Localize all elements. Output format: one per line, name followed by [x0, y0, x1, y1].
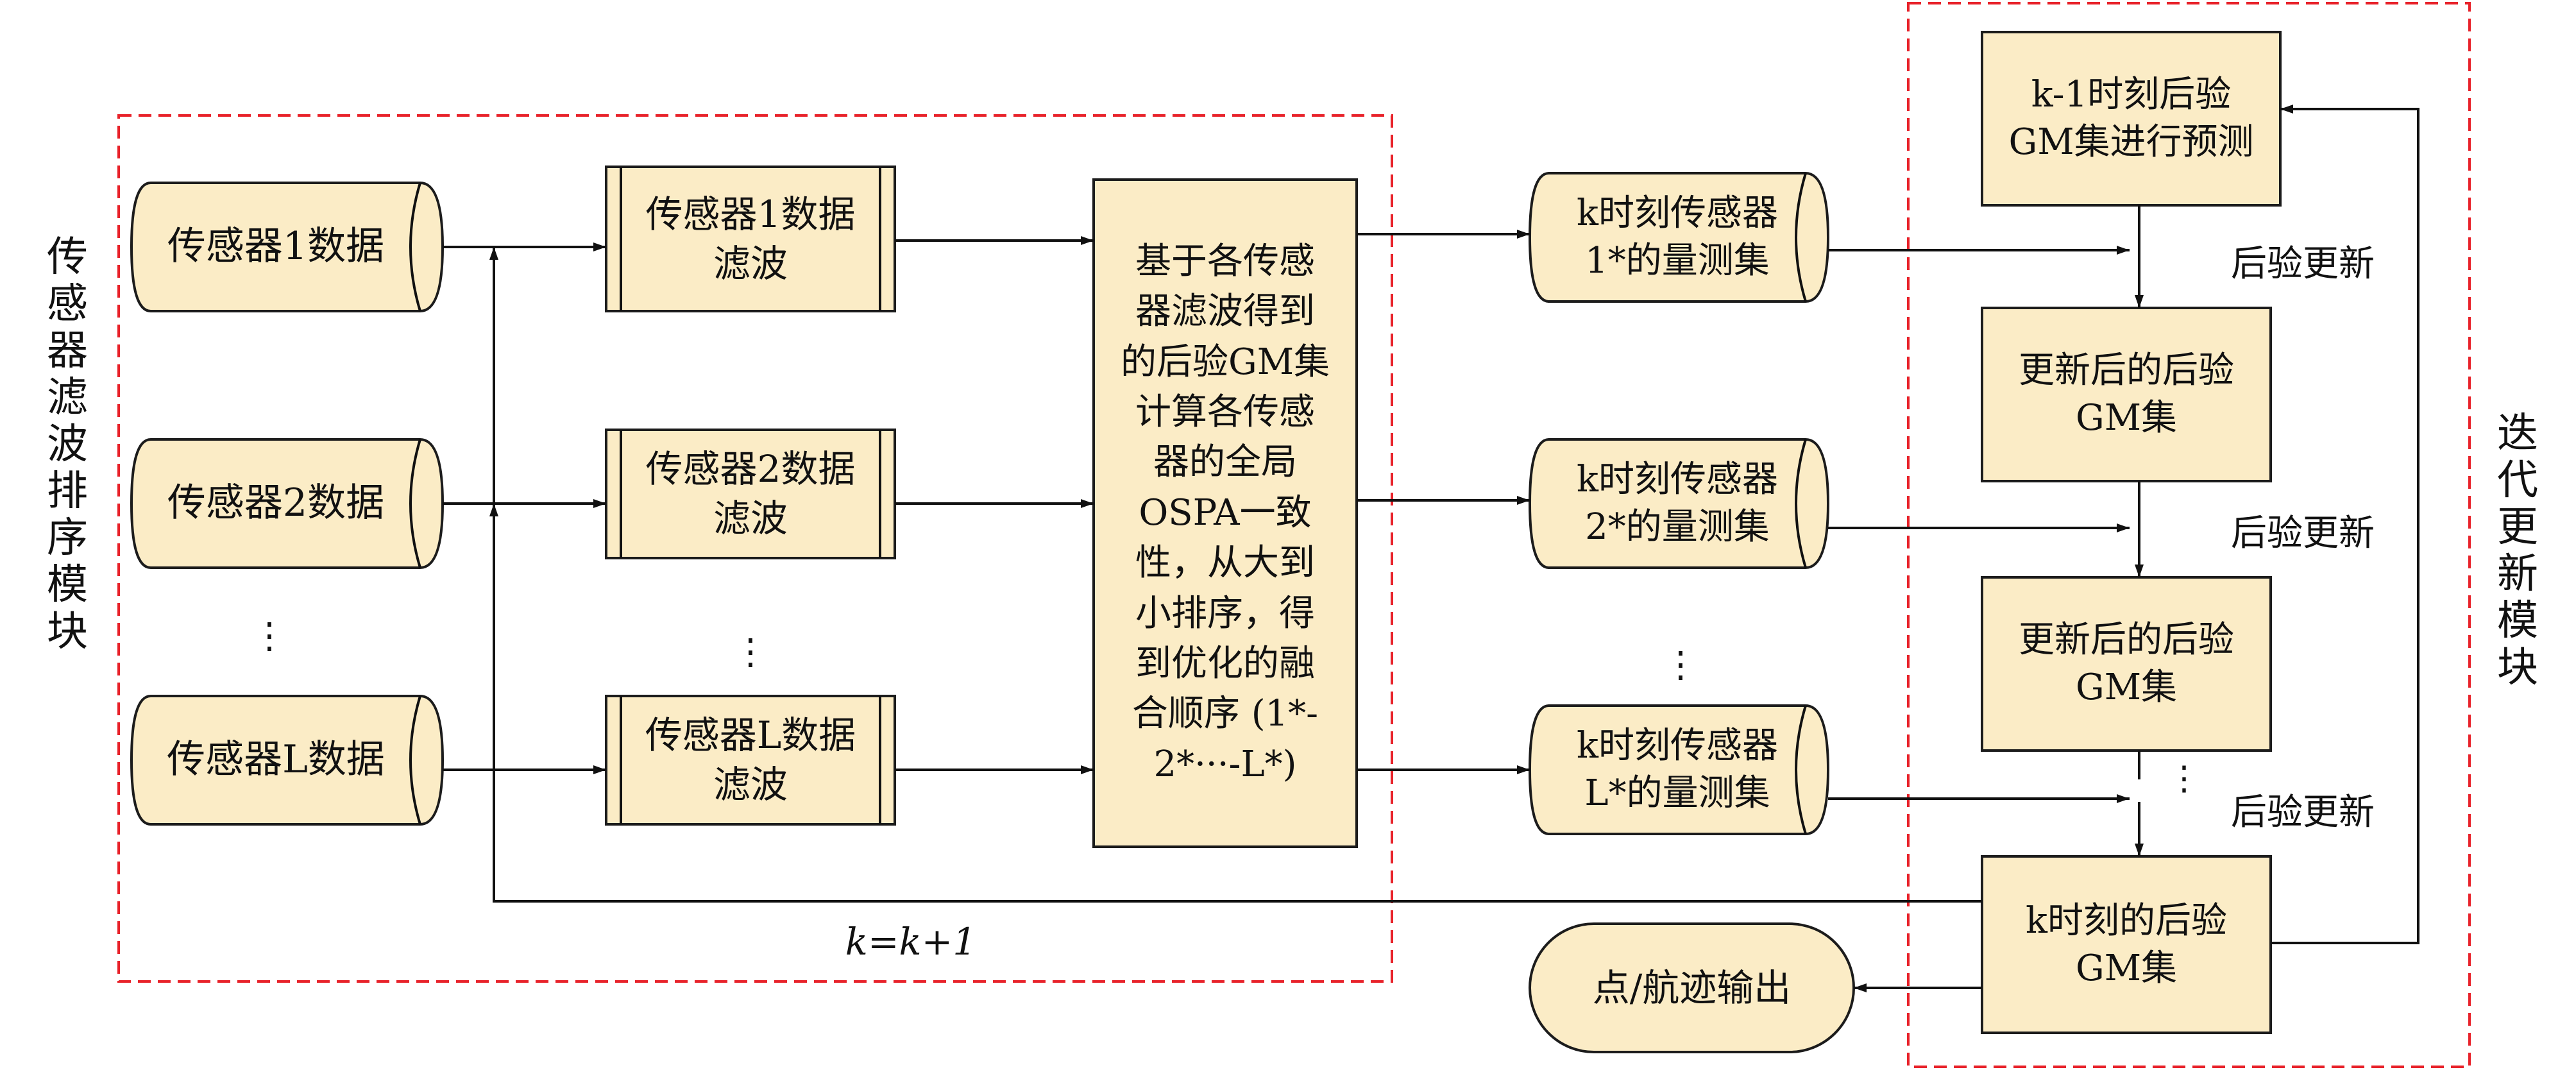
- filter-node-1: [605, 166, 896, 312]
- sensor-data-node-2: [130, 438, 445, 569]
- posterior-k-node: [1981, 855, 2272, 1034]
- sort-module-label: 传感器滤波排序模块: [47, 234, 88, 656]
- posterior-k-label: k时刻的后验 GM集: [2026, 899, 2227, 989]
- sorting-node-text: 基于各传感 器滤波得到 的后验GM集 计算各传感 器的全局 OSPA一致 性，从…: [1120, 240, 1330, 785]
- sensor-data-label-1: 传感器1数据: [167, 224, 385, 269]
- update-label-2: 后验更新: [2231, 513, 2375, 554]
- measurement-label-l: k时刻传感器 L*的量测集: [1577, 725, 1778, 814]
- iter-module-label: 迭代更新模块: [2497, 410, 2538, 692]
- ellipsis-updates: ⋮: [2167, 760, 2201, 798]
- ellipsis-measurements: ⋮: [1663, 644, 1699, 686]
- measurement-node-l: [1528, 704, 1830, 835]
- iter-module-region: [1907, 2, 2471, 1068]
- updated-node-2: [1981, 576, 2272, 752]
- filter-node-2: [605, 429, 896, 559]
- measurement-label-1: k时刻传感器 1*的量测集: [1577, 192, 1778, 282]
- updated-label-1: 更新后的后验 GM集: [2019, 350, 2234, 439]
- edge-loop-back: [493, 770, 1982, 903]
- measurement-node-1: [1528, 172, 1830, 303]
- measurement-node-2: [1528, 438, 1830, 569]
- filter-label-l: 传感器L数据 滤波: [645, 713, 856, 806]
- loop-label: k=k+1: [845, 920, 977, 964]
- sorting-node: [1092, 178, 1358, 848]
- filter-label-1: 传感器1数据 滤波: [645, 192, 856, 285]
- ellipsis-filters: ⋮: [733, 631, 768, 673]
- update-label-1: 后验更新: [2231, 243, 2375, 285]
- measurement-label-2: k时刻传感器 2*的量测集: [1577, 459, 1778, 548]
- edge-iterate-back: [2271, 105, 2419, 944]
- sensor-data-label-l: 传感器L数据: [167, 737, 385, 783]
- updated-label-2: 更新后的后验 GM集: [2019, 619, 2234, 708]
- filter-label-2: 传感器2数据 滤波: [645, 447, 856, 540]
- predict-node: [1981, 31, 2282, 207]
- output-label: 点/航迹输出: [1592, 965, 1792, 1010]
- ellipsis-sensor-data: ⋮: [251, 615, 287, 657]
- sort-module-region: [117, 114, 1393, 983]
- sensor-data-label-2: 传感器2数据: [167, 480, 385, 526]
- predict-label: k-1时刻后验 GM集进行预测: [2008, 74, 2254, 163]
- updated-node-1: [1981, 307, 2272, 482]
- sensor-data-node-l: [130, 695, 445, 826]
- filter-node-l: [605, 695, 896, 826]
- sensor-data-node-1: [130, 182, 445, 312]
- update-label-3: 后验更新: [2231, 792, 2375, 833]
